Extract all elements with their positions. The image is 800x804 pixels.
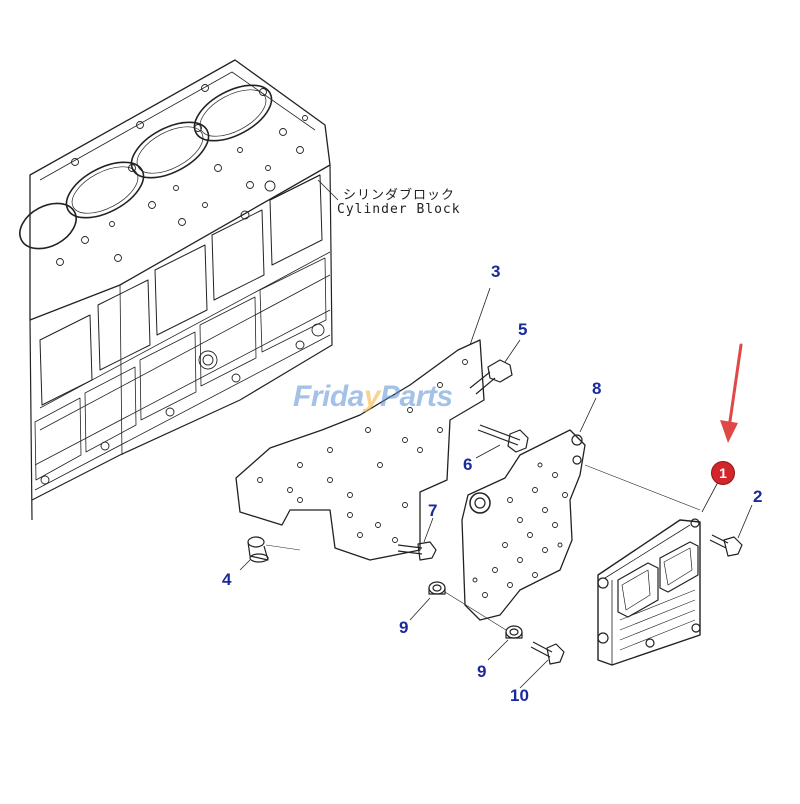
cylinder-block-label-ja: シリンダブロック — [343, 188, 456, 203]
callout-5: 5 — [518, 320, 528, 339]
part-5-bolt — [469, 359, 513, 395]
part-6-bolt — [477, 424, 529, 453]
part-7-bolt — [397, 541, 437, 561]
callout-8: 8 — [592, 379, 602, 398]
part-9-washer-lower — [505, 625, 523, 639]
part-10-bolt — [530, 641, 565, 665]
part-1-controller — [597, 518, 701, 666]
callout-2: 2 — [753, 487, 763, 506]
callout-10: 10 — [510, 686, 529, 705]
part-8-bracket — [461, 429, 586, 621]
callout-1-highlight: 1 — [712, 462, 734, 484]
callout-6: 6 — [463, 455, 473, 474]
callout-9-lower: 9 — [477, 662, 487, 681]
part-4-dowel — [247, 536, 269, 563]
part-3-plate — [235, 339, 485, 561]
watermark-logo: FridayParts — [293, 380, 453, 413]
callout-7: 7 — [428, 501, 438, 520]
callout-3: 3 — [491, 262, 501, 281]
callout-4: 4 — [222, 570, 232, 589]
indicator-arrow — [720, 343, 743, 443]
cylinder-block — [19, 59, 333, 521]
part-9-washer-upper — [428, 581, 446, 595]
part-2-bolt — [709, 534, 743, 557]
cylinder-block-label-en: Cylinder Block — [337, 202, 461, 217]
callout-9-upper: 9 — [399, 618, 409, 637]
